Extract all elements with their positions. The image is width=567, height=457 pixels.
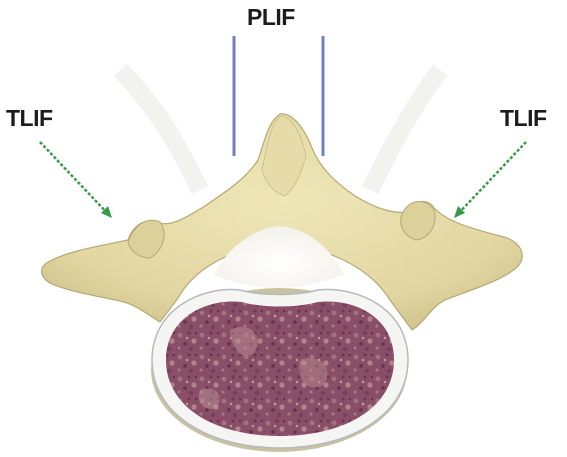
- plif-label: PLIF: [247, 6, 295, 29]
- tlif-arrow-right: [456, 142, 526, 216]
- cancellous-bone: [166, 301, 394, 436]
- tlif-label-left: TLIF: [6, 107, 53, 130]
- tlif-label-right: TLIF: [500, 107, 547, 130]
- tlif-arrow-left: [40, 142, 110, 216]
